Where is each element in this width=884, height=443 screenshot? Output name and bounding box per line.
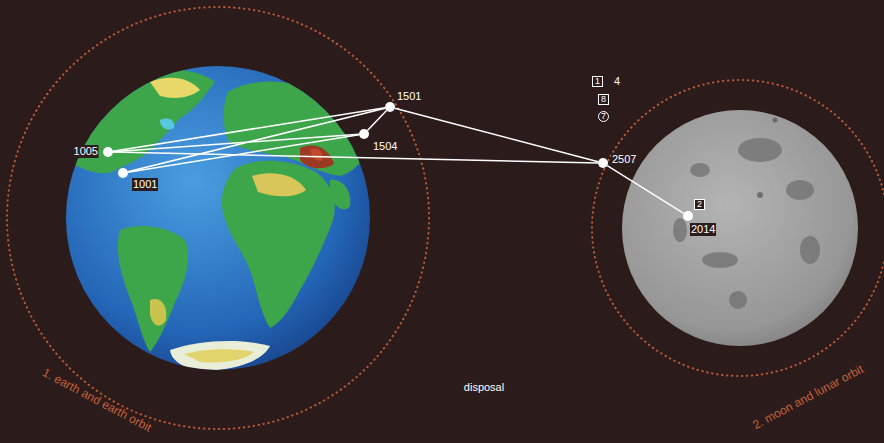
- route-line: [113, 134, 359, 151]
- site-number: 1501: [396, 90, 422, 103]
- earth-globe: [66, 66, 370, 370]
- site-number: 1001: [132, 178, 158, 191]
- route-line: [367, 111, 386, 131]
- route-line: [607, 166, 684, 214]
- site-dot: 1005: [103, 147, 113, 157]
- callout-number: 1: [592, 76, 603, 87]
- site-number: 1005: [73, 145, 99, 158]
- lunar-orbit: [592, 80, 884, 376]
- note-label: disposal: [464, 381, 504, 394]
- callout-number: 2: [694, 199, 705, 210]
- site-dot: 1501: [385, 102, 395, 112]
- site-number: 2507: [611, 153, 637, 166]
- route-line: [128, 108, 385, 172]
- region-label: 2. moon and lunar orbit: [750, 362, 866, 432]
- route-line: [395, 108, 598, 161]
- callout-number: 7: [598, 111, 609, 122]
- site-dot: 2014: [683, 211, 693, 221]
- site-number: 2014: [690, 223, 716, 236]
- earth-orbit: [7, 7, 429, 429]
- route-line: [113, 152, 598, 163]
- site-dot: 1001: [118, 168, 128, 178]
- site-number: 1504: [372, 140, 398, 153]
- callout-number: 4: [614, 75, 620, 88]
- region-label: 1. earth and earth orbit: [40, 365, 154, 434]
- site-dot: 1504: [359, 129, 369, 139]
- route-line: [113, 108, 385, 151]
- moon-globe: [622, 110, 858, 346]
- site-dot: 2507: [598, 158, 608, 168]
- callout-number: 8: [598, 94, 609, 105]
